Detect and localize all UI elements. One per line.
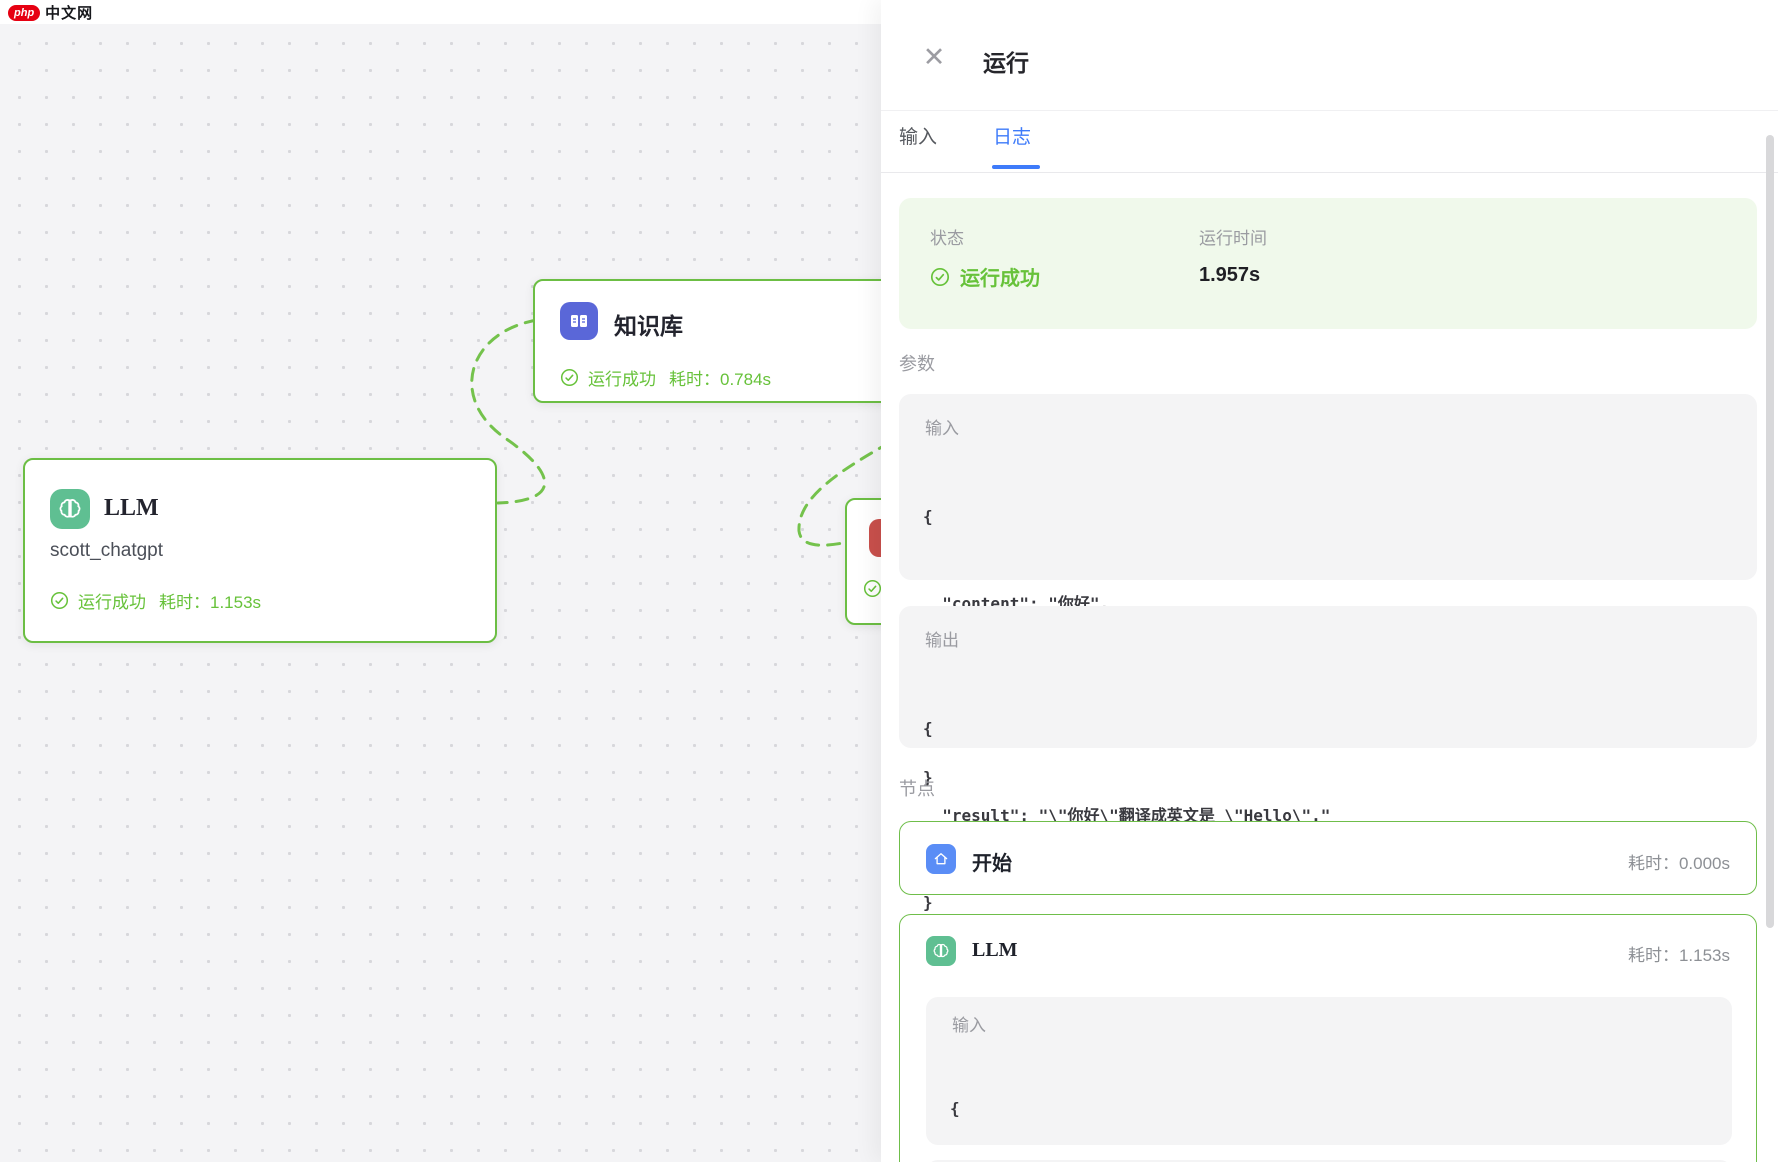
panel-scrollbar[interactable] (1766, 135, 1774, 928)
book-icon (560, 302, 598, 340)
node-title: LLM (104, 495, 159, 521)
check-icon (863, 579, 882, 598)
home-icon (926, 844, 956, 874)
tab-log[interactable]: 日志 (993, 127, 1032, 148)
panel-title: 运行 (983, 50, 1029, 76)
node-title: 知识库 (614, 314, 683, 339)
node-card-title: 开始 (972, 853, 1012, 875)
node-card-time: 耗时：0.000s (1627, 854, 1730, 873)
params-input-box: 输入 { "content": "你好", "question": "吃了吗" … (899, 394, 1757, 787)
runtime-label: 运行时间 (1199, 229, 1267, 248)
run-summary-card: 状态 运行时间 运行成功 1.957s (899, 198, 1757, 329)
canvas-node-llm[interactable]: LLM scott_chatgpt 运行成功 耗时：1.153s (23, 458, 497, 643)
tabs-divider (881, 172, 1778, 173)
logo-php-badge: php (8, 4, 41, 21)
brain-icon (926, 936, 956, 966)
params-output-box: 输出 { "result": "\"你好\"翻译成英文是 \"Hello\"."… (899, 606, 1757, 912)
logo-text: 中文网 (45, 5, 94, 22)
nodes-section-label: 节点 (899, 779, 935, 799)
node-card-title: LLM (972, 939, 1018, 961)
llm-input-json: { "start-node.content": "你好" } (950, 1099, 960, 1118)
output-label: 输出 (925, 631, 959, 650)
output-json: { "result": "\"你好\"翻译成英文是 \"Hello\"." } (923, 719, 1331, 912)
run-panel: ✕ 运行 输入 日志 状态 运行时间 运行成功 1.957s 参数 输入 { "… (881, 0, 1778, 1162)
params-section-label: 参数 (899, 354, 935, 374)
check-icon (560, 368, 579, 387)
check-icon (930, 267, 950, 286)
tab-input[interactable]: 输入 (899, 127, 938, 148)
node-status: 运行成功 耗时：0.784s (560, 365, 771, 390)
brain-icon (50, 489, 90, 529)
status-label: 状态 (930, 229, 964, 248)
node-card-start[interactable]: 开始 耗时：0.000s (899, 821, 1757, 895)
active-tab-underline (992, 165, 1040, 169)
input-label: 输入 (925, 419, 959, 438)
status-value: 运行成功 (930, 262, 1040, 291)
llm-input-box: 输入 { "start-node.content": "你好" } (926, 997, 1732, 1145)
input-label: 输入 (952, 1016, 986, 1035)
runtime-value: 1.957s (1199, 264, 1261, 286)
node-status: 运行成功 耗时：1.153s (50, 588, 261, 613)
close-icon[interactable]: ✕ (922, 42, 946, 72)
node-card-llm[interactable]: LLM 耗时：1.153s 输入 { "start-node.content":… (899, 914, 1757, 1162)
llm-output-box (926, 1160, 1732, 1162)
node-name: scott_chatgpt (50, 540, 164, 561)
check-icon (50, 591, 69, 610)
site-logo[interactable]: php 中文网 (8, 2, 93, 23)
header-divider (881, 110, 1778, 111)
node-card-time: 耗时：1.153s (1627, 946, 1730, 965)
